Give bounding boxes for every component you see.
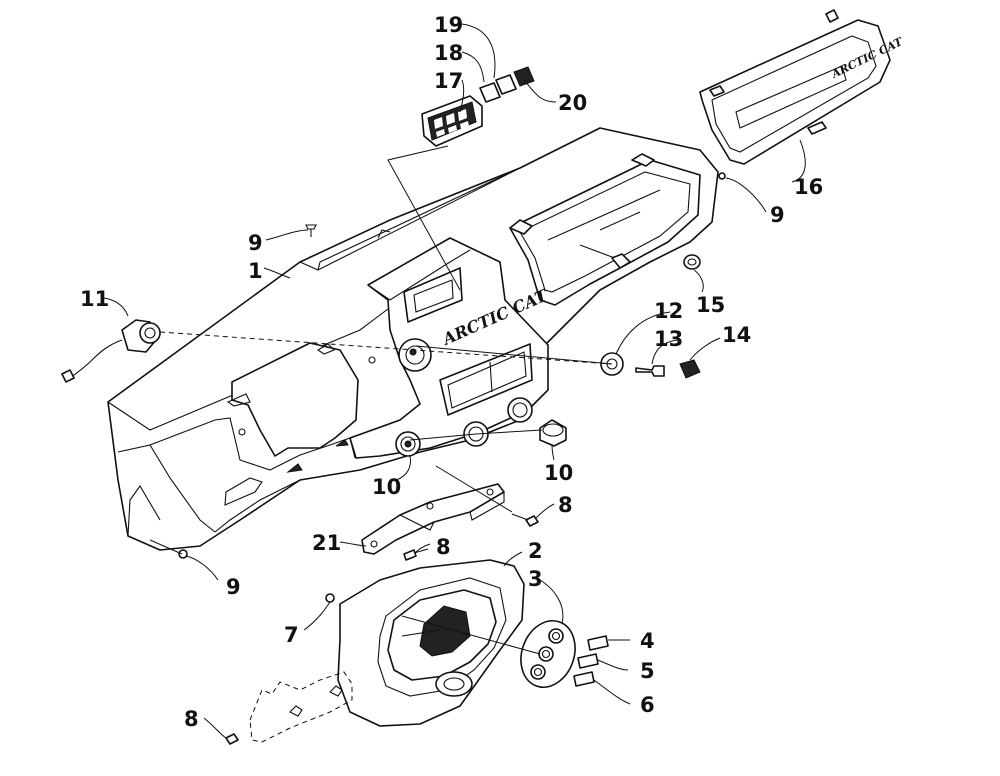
callout-10-right: 10 <box>544 461 573 485</box>
clip-9-bottom <box>178 549 188 559</box>
callout-15: 15 <box>696 293 725 317</box>
switch-caps <box>479 66 535 103</box>
screw-8a <box>403 548 429 561</box>
callout-8-bottom: 8 <box>184 707 199 731</box>
gauge-cover: ARCTIC CAT <box>699 9 905 165</box>
nut-7 <box>325 593 335 603</box>
plug <box>683 254 701 270</box>
ignition-key <box>635 365 665 377</box>
callout-9-right: 9 <box>770 203 785 227</box>
callout-8-right: 8 <box>558 493 573 517</box>
power-outlet-left <box>395 431 421 457</box>
callout-10-left: 10 <box>372 475 401 499</box>
callout-4: 4 <box>640 629 655 653</box>
callout-8-middle: 8 <box>436 535 451 559</box>
bezel-backing-bracket <box>249 671 353 743</box>
mounting-bracket <box>361 483 505 555</box>
callout-19: 19 <box>434 13 463 37</box>
callout-20: 20 <box>558 91 587 115</box>
callout-9-top: 9 <box>248 231 263 255</box>
callout-labels: 19 18 17 20 9 1 11 16 9 15 12 13 14 10 1… <box>80 13 823 731</box>
key-cap <box>679 359 701 379</box>
bulb-4 <box>587 635 609 651</box>
callout-12: 12 <box>654 299 683 323</box>
callout-11: 11 <box>80 287 109 311</box>
callout-21: 21 <box>312 531 341 555</box>
screw-8c <box>225 733 239 745</box>
bulb-5 <box>577 653 599 669</box>
callout-1: 1 <box>248 259 263 283</box>
callout-17: 17 <box>434 69 463 93</box>
instrument-bezel <box>337 559 525 727</box>
callout-7: 7 <box>284 623 299 647</box>
gauge-cluster <box>520 620 576 688</box>
leader-lines <box>103 23 806 739</box>
power-outlet-right <box>539 419 567 447</box>
callout-13: 13 <box>654 327 683 351</box>
bulb-6 <box>573 671 595 687</box>
callout-9-bottom: 9 <box>226 575 241 599</box>
callout-3: 3 <box>528 567 543 591</box>
callout-5: 5 <box>640 659 655 683</box>
callout-14: 14 <box>722 323 751 347</box>
clip-9-top <box>305 224 317 237</box>
callout-16: 16 <box>794 175 823 199</box>
switch-block <box>421 95 483 147</box>
callout-2: 2 <box>528 539 543 563</box>
callout-6: 6 <box>640 693 655 717</box>
dash-panel: ARCTIC CAT <box>107 127 719 551</box>
ignition-switch-harness <box>61 319 161 383</box>
callout-18: 18 <box>434 41 463 65</box>
clip-9-right <box>718 172 726 180</box>
screw-8b <box>511 513 539 527</box>
